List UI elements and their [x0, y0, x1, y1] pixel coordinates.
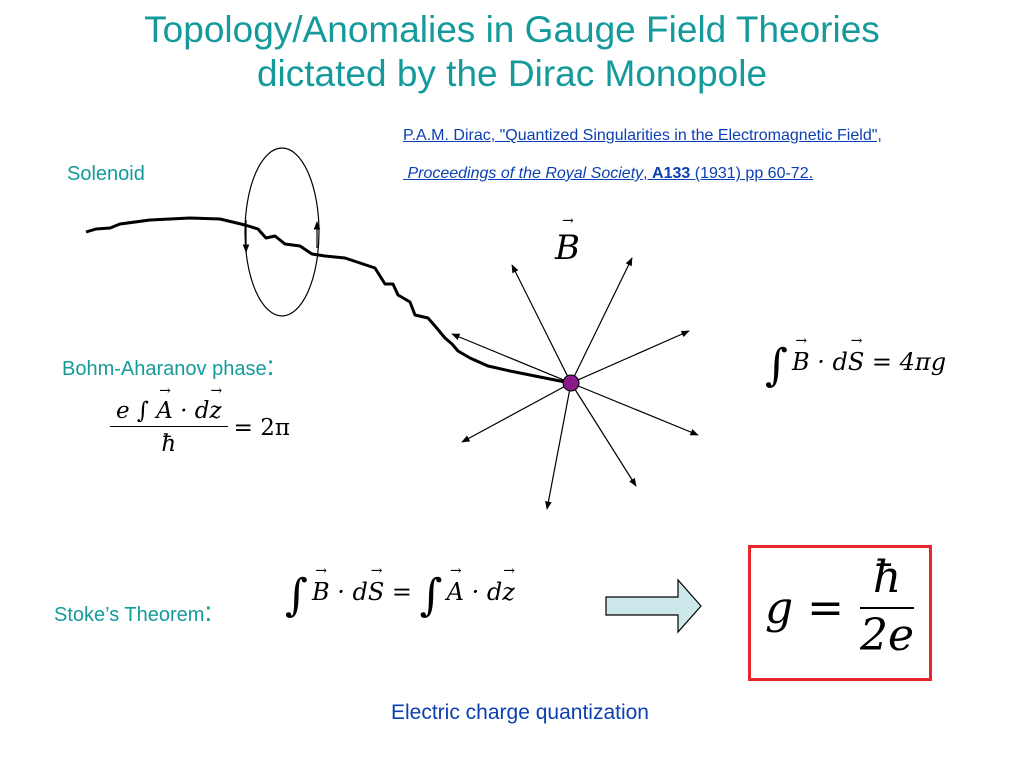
- title-line-2: dictated by the Dirac Monopole: [256, 53, 768, 94]
- eq-s-vector: S: [368, 563, 385, 606]
- dirac-string: [85, 216, 571, 385]
- bohm-aharanov-equation: e ∫ A · dz ħ = 2π: [110, 383, 290, 457]
- flux-equation: ∫B · dS = 4πg: [765, 333, 947, 391]
- eq-dot: · d: [172, 398, 210, 424]
- stokes-label-colon: :: [204, 596, 213, 627]
- eq-dot: · d: [329, 578, 368, 606]
- bohm-label-colon: :: [266, 350, 275, 381]
- eq-e-integral: e ∫: [116, 398, 157, 424]
- eq-z-vector: z: [502, 563, 515, 606]
- field-lines: [451, 257, 699, 510]
- field-line: [461, 382, 572, 443]
- bohm-aharanov-label: Bohm-Aharanov phase:: [62, 350, 274, 382]
- eq-a-vector: A: [447, 563, 465, 606]
- b-vector: B: [555, 213, 580, 268]
- eq-rhs-2pi: = 2π: [233, 414, 290, 441]
- eq-b-vector: B: [312, 563, 330, 606]
- b-field-label: B: [555, 213, 580, 268]
- field-line: [570, 382, 699, 436]
- stokes-theorem-label: Stoke’s Theorem:: [54, 596, 212, 628]
- field-line: [451, 333, 572, 384]
- eq-b-vector: B: [792, 333, 810, 376]
- eq-2e: 2e: [860, 610, 915, 661]
- eq-g-equals: g =: [765, 582, 845, 634]
- eq-z-vector: z: [210, 383, 222, 424]
- eq-equals: =: [384, 578, 420, 606]
- field-line: [570, 382, 637, 487]
- eq-dot: · d: [809, 348, 848, 376]
- result-box: [748, 545, 932, 681]
- eq-a-vector: A: [156, 383, 173, 424]
- field-line: [511, 264, 572, 384]
- quantization-caption: Electric charge quantization: [391, 701, 649, 724]
- title-line-1: Topology/Anomalies in Gauge Field Theori…: [144, 9, 880, 50]
- integral-sign: ∫: [765, 340, 788, 391]
- page-title: Topology/Anomalies in Gauge Field Theori…: [0, 8, 1024, 96]
- eq-s-vector: S: [848, 333, 865, 376]
- field-line: [545, 382, 572, 510]
- solenoid-label: Solenoid: [67, 163, 145, 185]
- right-block-arrow-icon: [605, 578, 702, 634]
- citation-link-line-2[interactable]: Proceedings of the Royal Society, A133 (…: [407, 165, 814, 182]
- bohm-label-text: Bohm-Aharanov phase: [62, 358, 267, 380]
- monopole-dot-icon: [562, 374, 580, 392]
- citation-volume: A133: [652, 165, 691, 182]
- citation-link-line-1[interactable]: P.A.M. Dirac, "Quantized Singularities i…: [403, 127, 882, 144]
- eq-rhs-4pig: = 4πg: [864, 348, 947, 376]
- field-line: [570, 330, 690, 384]
- integral-sign: ∫: [419, 570, 443, 621]
- integral-sign: ∫: [285, 570, 308, 621]
- stokes-label-text: Stoke’s Theorem: [54, 604, 205, 626]
- stokes-equation: ∫B · dS = ∫A · dz: [285, 563, 515, 621]
- citation-details: (1931) pp 60-72.: [694, 165, 814, 182]
- field-line: [570, 257, 633, 384]
- eq-dot: · d: [463, 578, 503, 606]
- eq-hbar: ħ: [860, 553, 915, 609]
- citation-journal: Proceedings of the Royal Society: [407, 165, 644, 182]
- quantization-equation: g = ħ 2e: [765, 553, 915, 663]
- eq-hbar: ħ: [161, 431, 177, 457]
- loop-ellipse: [244, 147, 320, 317]
